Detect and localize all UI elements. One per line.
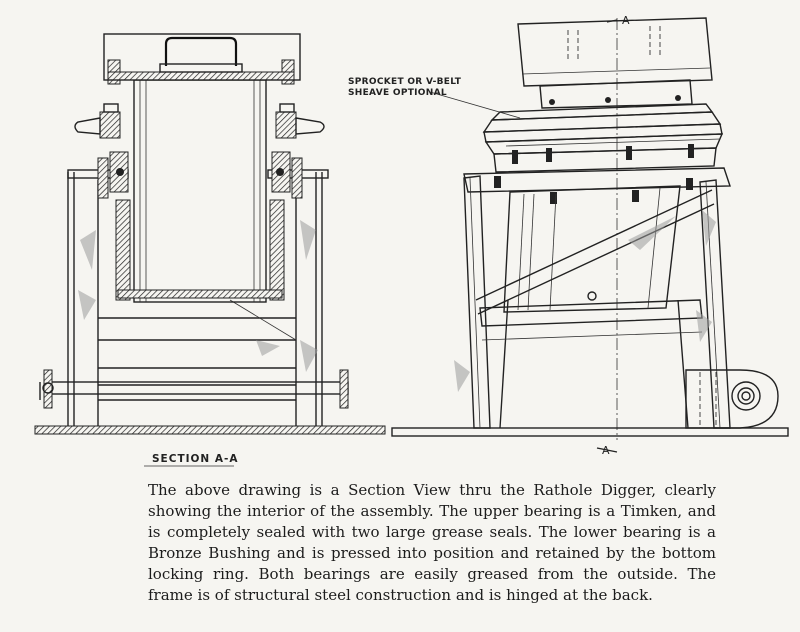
left-section-view: SECTION A-A <box>34 33 386 467</box>
callout-leader <box>429 91 521 119</box>
frame-bolts <box>494 176 693 204</box>
lower-bearing <box>115 199 285 301</box>
upper-flange <box>493 147 717 173</box>
cross-members <box>98 299 297 401</box>
barrel <box>133 79 267 303</box>
shade-mark <box>702 210 716 246</box>
description-paragraph: The above drawing is a Section View thru… <box>148 481 716 604</box>
shade-mark <box>256 340 280 356</box>
shade-mark <box>300 340 318 372</box>
shade-mark <box>80 230 96 270</box>
frame-braces <box>475 189 715 341</box>
top-cap <box>103 33 301 85</box>
shade-mark <box>454 360 470 392</box>
v-belt-sheave <box>482 103 724 155</box>
upper-bearing <box>97 151 303 199</box>
flange-bolts <box>512 144 694 164</box>
section-view-drawing: SECTION A-A A A <box>34 14 789 467</box>
base-plate <box>391 427 789 437</box>
shade-mark <box>78 290 96 320</box>
top-box <box>517 17 713 87</box>
hinge-bracket <box>685 369 779 429</box>
hinge-axle <box>39 369 349 409</box>
base-plate <box>34 425 386 435</box>
section-caption: SECTION A-A <box>152 453 239 465</box>
drum-bolt <box>587 291 597 301</box>
right-elevation-view: A A <box>391 14 789 457</box>
frame-top <box>463 167 731 193</box>
drum <box>503 185 681 313</box>
frame-legs <box>67 172 323 426</box>
shade-mark <box>628 216 676 250</box>
section-arrow-bottom <box>596 447 618 453</box>
callout-text-line1: SPROCKET OR V-BELT <box>348 77 462 87</box>
sheave-hub <box>74 103 325 139</box>
shade-mark <box>300 220 316 260</box>
section-marker-bottom: A <box>602 444 610 457</box>
callout-text-line2: SHEAVE OPTIONAL <box>348 88 447 98</box>
shade-mark <box>696 310 712 342</box>
